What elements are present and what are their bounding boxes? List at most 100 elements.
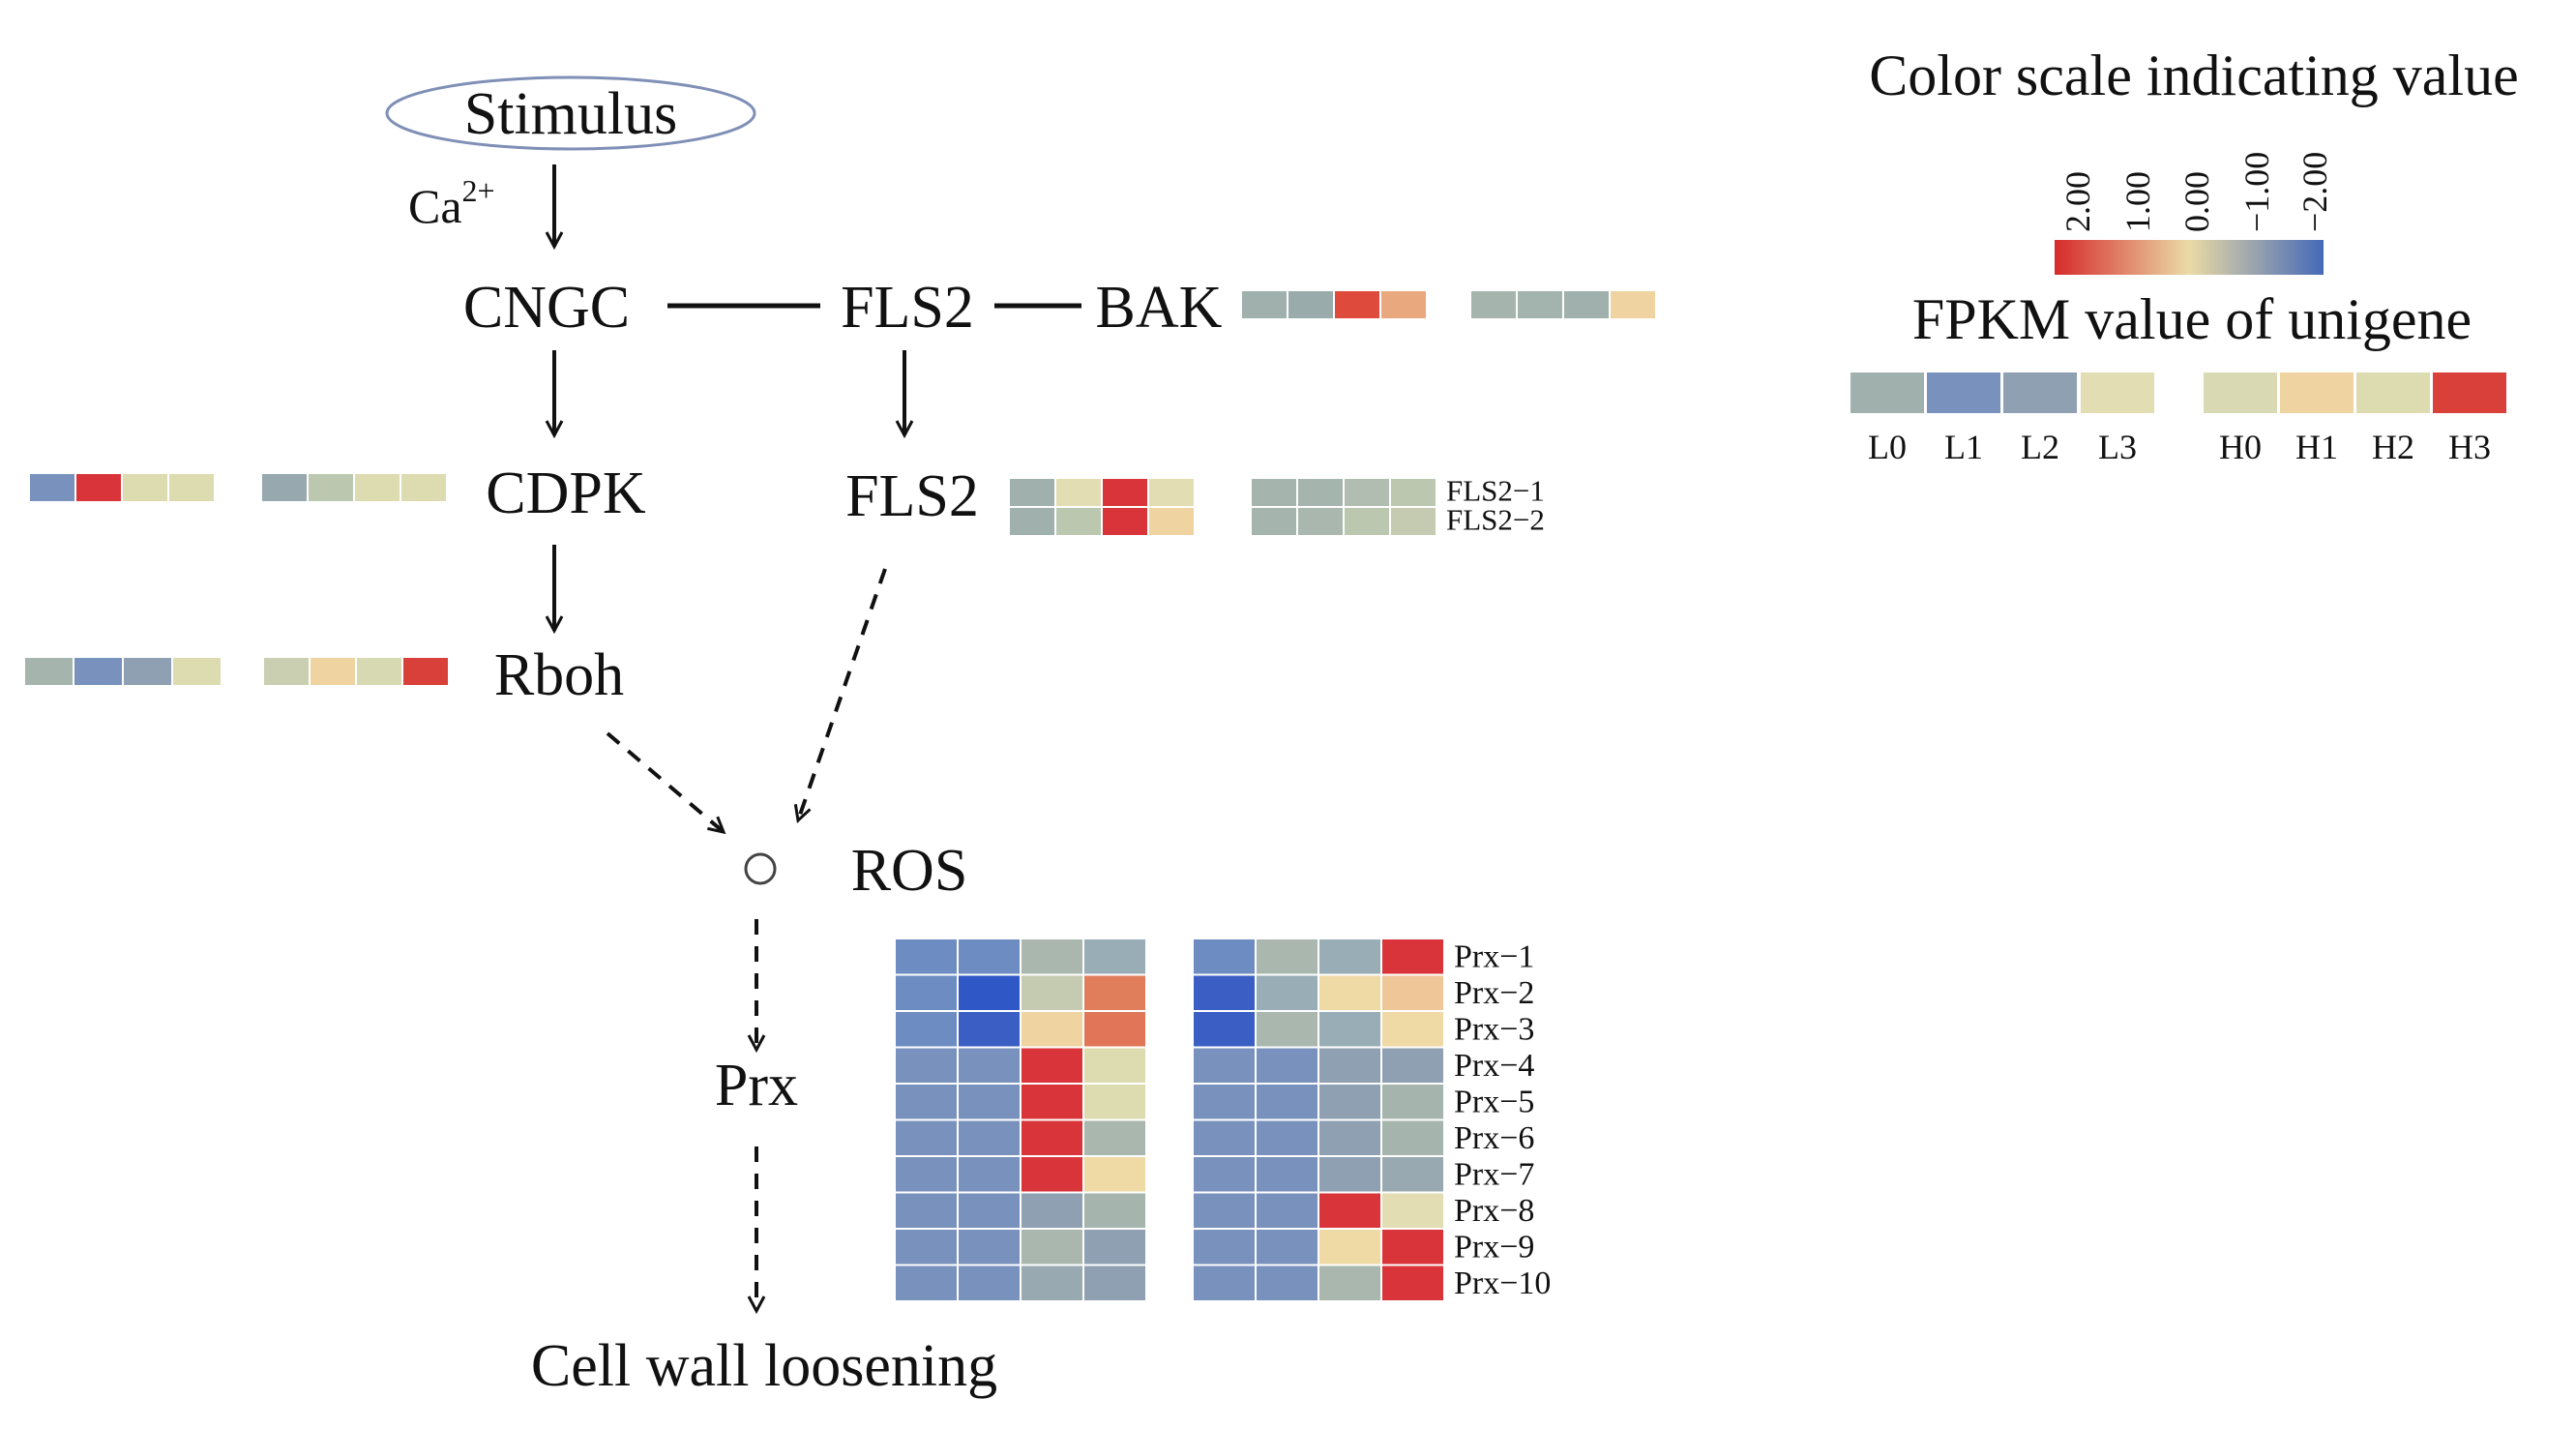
prx-left-cell [1082,938,1147,976]
cdpk-right-cell [400,472,448,503]
ros-label: ROS [851,838,968,904]
prx-row-label: Prx−8 [1454,1193,1534,1229]
cdpk-right-cell [353,472,401,503]
prx-right-cell [1318,1191,1382,1230]
prx-left-cell [1020,1228,1084,1266]
prx-left-cell [1020,1155,1084,1194]
prx-right-cell [1380,1010,1445,1049]
prx-left-cell [957,1264,1022,1302]
cdpk-label: CDPK [486,461,646,526]
prx-row-label: Prx−7 [1454,1156,1534,1192]
sample-key-cell [2278,371,2355,415]
fls2-left-cell [1101,506,1149,537]
cdpk-left-cell [167,472,216,503]
prx-left-cell [894,973,959,1012]
prx-left-cell [1082,1010,1147,1049]
ros-marker [744,852,777,885]
prx-row-label: Prx−3 [1454,1011,1534,1047]
prx-left-cell [1020,973,1084,1012]
prx-right-cell [1192,1046,1257,1085]
prx-right-cell [1255,1191,1319,1230]
fls2-right-cell [1389,506,1437,537]
sample-key-cell [1925,371,2002,415]
cngc-label: CNGC [463,275,630,341]
bak-left-cell [1333,289,1381,320]
prx-left-cell [1082,973,1147,1012]
bak-right-cell [1516,289,1564,320]
color-scale-bar [2055,240,2324,275]
prx-right-cell [1192,1083,1257,1121]
bak-left-cell [1287,289,1335,320]
prx-left-cell [1082,1264,1147,1302]
prx-row-label: Prx−9 [1454,1229,1534,1265]
fls2-mid-label: FLS2 [845,463,979,529]
cdpk-left-cell [28,472,76,503]
prx-right-cell [1380,1155,1445,1194]
prx-row-label: Prx−1 [1454,938,1534,974]
cdpk-left-cell [121,472,169,503]
dashed-arrow-rboh-to-ros [606,731,724,832]
prx-right-cell [1318,973,1382,1012]
prx-right-cell [1255,938,1319,976]
fls2-left-cell [1101,477,1149,508]
prx-heatmap: Prx−1Prx−2Prx−3Prx−4Prx−5Prx−6Prx−7Prx−8… [894,938,1551,1302]
fls2-left-cell [1054,477,1103,508]
cdpk-right-cell [307,472,355,503]
prx-right-cell [1380,973,1445,1012]
fls2-right-cell [1296,477,1345,508]
prx-left-cell [1020,1083,1084,1121]
prx-label: Prx [715,1053,798,1118]
prx-left-cell [894,1264,959,1302]
bak-right-cell [1469,289,1518,320]
prx-left-cell [957,1083,1022,1121]
bak-right-cell [1562,289,1611,320]
calcium-label: Ca2+ [408,173,495,233]
rboh-right-cell [309,656,357,687]
prx-left-cell [894,1155,959,1194]
prx-left-cell [894,1083,959,1121]
fls2-row-label: FLS2−2 [1446,502,1545,536]
fls2-left-cell [1147,506,1196,537]
prx-right-cell [1380,1046,1445,1085]
sample-key-label: L2 [2021,428,2059,466]
prx-left-cell [957,1010,1022,1049]
stimulus-label: Stimulus [464,81,678,147]
prx-left-cell [957,973,1022,1012]
bak-label: BAK [1096,275,1223,341]
legend-title: Color scale indicating value [1869,44,2518,107]
prx-left-cell [1082,1083,1147,1121]
prx-row-label: Prx−6 [1454,1120,1534,1156]
prx-right-cell [1318,1264,1382,1302]
prx-right-cell [1255,1010,1319,1049]
color-scale-tick-label: −1.00 [2237,152,2276,232]
prx-right-cell [1192,938,1257,976]
bak-left-cell [1240,289,1288,320]
prx-right-cell [1380,938,1445,976]
rboh-right-cell [355,656,403,687]
fls2-right-cell [1296,506,1345,537]
prx-row-label: Prx−5 [1454,1084,1534,1119]
rboh-right-cell [262,656,311,687]
bak-left-cell [1379,289,1428,320]
sample-key-label: L1 [1944,428,1983,466]
rboh-right-cell [401,656,450,687]
sample-key-label: H2 [2372,428,2414,466]
sample-key-label: H0 [2219,428,2262,466]
prx-right-cell [1192,1191,1257,1230]
prx-right-cell [1318,1155,1382,1194]
sample-key-label: L3 [2098,428,2137,466]
fls2-top-label: FLS2 [841,275,974,341]
prx-right-cell [1318,1228,1382,1266]
sample-key-cells [1849,371,2508,415]
prx-right-cell [1255,1264,1319,1302]
prx-left-cell [957,938,1022,976]
calcium-symbol: Ca [408,179,462,233]
prx-row-label: Prx−4 [1454,1048,1534,1084]
prx-left-cell [894,1118,959,1157]
prx-right-cell [1318,1118,1382,1157]
fls2-left-cell [1008,477,1056,508]
sample-key-label: H3 [2448,428,2491,466]
